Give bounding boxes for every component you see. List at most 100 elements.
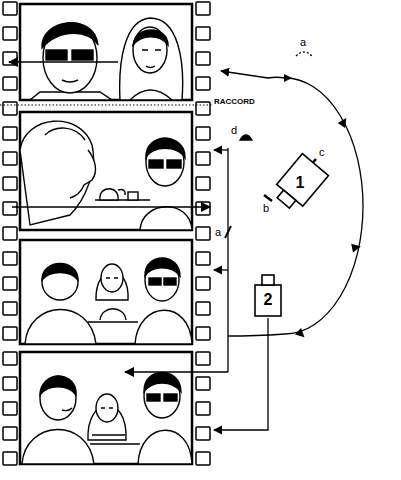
frame-picture <box>167 160 181 168</box>
camera-path <box>221 71 268 78</box>
film-frame <box>20 4 192 100</box>
camera-path <box>214 52 363 430</box>
sprocket-hole <box>196 252 210 265</box>
sprocket-hole <box>196 377 210 390</box>
frame-picture <box>101 407 113 408</box>
camera-path <box>214 269 228 270</box>
path-arrowhead <box>284 74 361 340</box>
cut-label: RACCORD <box>213 97 256 106</box>
sprocket-hole <box>3 27 17 40</box>
frame-picture <box>130 90 172 100</box>
sprocket-hole <box>3 52 17 65</box>
camera-number: 2 <box>264 291 273 309</box>
frame-picture <box>128 192 138 200</box>
sprocket-hole <box>196 27 210 40</box>
camera-path <box>240 135 252 140</box>
sprocket-hole <box>3 277 17 290</box>
frame-picture <box>42 264 78 300</box>
path-arrowhead <box>338 118 351 130</box>
sprocket-hole <box>196 102 210 115</box>
frame-picture <box>88 321 138 322</box>
frame-picture <box>120 18 183 100</box>
sprocket-hole <box>196 302 210 315</box>
frame-picture <box>138 430 192 464</box>
sprocket-hole <box>3 252 17 265</box>
camera-path <box>296 52 312 56</box>
sprocket-hole <box>3 102 17 115</box>
frame-picture <box>149 278 161 285</box>
frame-picture <box>164 394 177 401</box>
frame-picture <box>45 128 85 140</box>
sprocket-hole <box>196 327 210 340</box>
frame-picture <box>96 394 118 422</box>
frame-picture <box>46 50 67 60</box>
frame-picture <box>90 443 140 444</box>
sprocket-hole <box>3 127 17 140</box>
sprocket-hole <box>3 377 17 390</box>
frame-picture <box>100 309 126 320</box>
film-frame <box>20 352 192 464</box>
frame-picture <box>22 373 192 465</box>
frame-picture <box>62 80 78 82</box>
camera-path <box>214 149 228 150</box>
sprocket-hole <box>196 152 210 165</box>
frame-picture <box>100 189 118 200</box>
sprocket-hole <box>3 302 17 315</box>
frame-picture <box>118 190 125 195</box>
sprocket-hole <box>3 177 17 190</box>
sprocket-hole <box>3 327 17 340</box>
position-letter: a <box>214 226 222 238</box>
frame-picture <box>22 429 94 464</box>
frame-picture <box>70 150 95 198</box>
path-arrowhead <box>349 244 361 254</box>
sprocket-hole <box>196 177 210 190</box>
direction-arrow <box>9 61 118 63</box>
frame-picture <box>146 139 185 159</box>
frame-picture <box>25 309 96 344</box>
frame-picture <box>106 277 118 278</box>
camera-lens <box>262 275 274 285</box>
camera-body <box>255 285 281 316</box>
sprocket-hole <box>3 427 17 440</box>
frame-picture <box>133 27 167 73</box>
sprocket-hole <box>196 202 210 215</box>
sprocket-hole <box>196 77 210 90</box>
sprocket-hole <box>196 2 210 15</box>
camera-box: 2 <box>253 272 283 318</box>
position-letter: b <box>262 202 270 214</box>
camera-path <box>227 148 228 372</box>
frame-picture <box>140 207 192 230</box>
frame-picture <box>144 373 181 393</box>
camera-box: 1 <box>270 148 330 218</box>
sprocket-hole <box>3 352 17 365</box>
frame-picture <box>25 258 192 344</box>
camera-path <box>228 77 363 336</box>
frame-picture <box>42 264 78 281</box>
frame-picture <box>62 408 72 411</box>
sprocket-hole <box>196 277 210 290</box>
sprocket-hole <box>3 202 17 215</box>
frame-picture <box>149 160 163 168</box>
position-letter: c <box>318 146 326 158</box>
sprocket-hole <box>3 402 17 415</box>
sprocket-hole <box>196 452 210 465</box>
path-arrowhead <box>284 74 292 82</box>
sprocket-hole <box>3 2 17 15</box>
film-frame <box>20 240 192 344</box>
sprocket-hole <box>196 52 210 65</box>
film-strip <box>3 2 210 465</box>
raccord-line <box>0 104 212 105</box>
sprocket-hole <box>3 227 17 240</box>
frame-picture <box>20 121 192 230</box>
position-letter: d <box>230 124 238 136</box>
frame-picture <box>42 23 98 48</box>
frame-picture <box>145 259 179 301</box>
camera-path <box>225 226 231 238</box>
camera-lens <box>277 190 296 208</box>
sprocket-hole <box>196 352 210 365</box>
sprocket-hole <box>3 452 17 465</box>
camera-path <box>264 195 272 201</box>
